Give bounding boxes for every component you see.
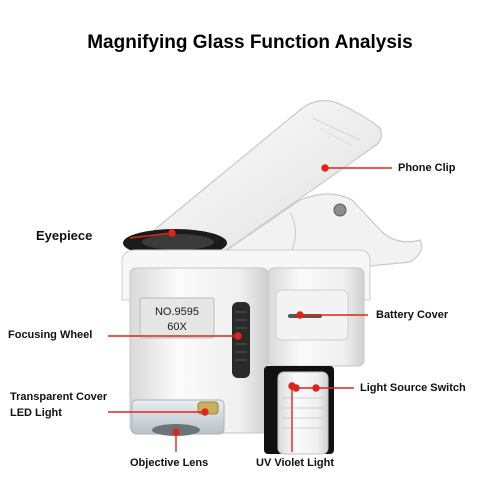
callout-lines [108,164,392,452]
label-led-light: LED Light [10,407,62,419]
label-eyepiece: Eyepiece [36,228,93,243]
label-phone-clip: Phone Clip [398,162,456,174]
label-transparent-cover: Transparent Cover [10,391,108,403]
page-title: Magnifying Glass Function Analysis [87,32,413,53]
focusing-wheel [232,302,250,378]
label-battery-cover: Battery Cover [376,309,449,321]
label-light-source-switch: Light Source Switch [360,382,466,394]
label-focusing-wheel: Focusing Wheel [8,329,93,341]
model-number: NO.9595 [155,306,199,318]
magnification-label: 60X [167,321,187,333]
label-objective-lens: Objective Lens [130,457,209,469]
label-uv-violet-light: UV Violet Light [256,457,335,469]
light-switch-housing [264,366,334,455]
